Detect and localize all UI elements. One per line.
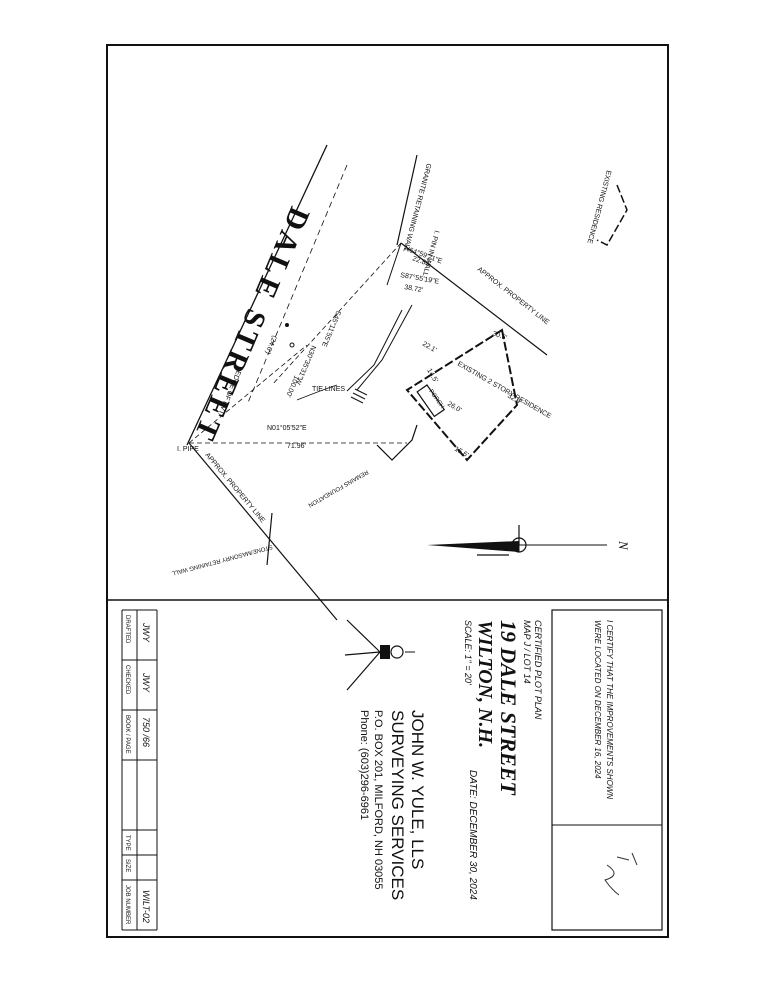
granite-wall-line [396, 154, 418, 246]
driveway-line [356, 304, 413, 391]
stone-wall-line [266, 512, 273, 566]
company-name: JOHN W. YULE, LLS [408, 710, 427, 869]
north-label: N [616, 540, 631, 551]
remains-foundation-outline [376, 424, 418, 461]
neighbor-residence-label: EXISTING RESIDENCE [585, 169, 611, 244]
residence-label: EXISTING 2 STORY RESIDENCE [456, 361, 552, 421]
tie-lines-label: TIE LINES [312, 386, 345, 393]
street-line-2 [246, 164, 348, 406]
bearing-5: N01°05'52"E [267, 424, 307, 432]
street-name: DALE STREET [187, 202, 316, 448]
survey-marker [285, 323, 289, 327]
job-value: WILT-02 [141, 890, 151, 923]
distance-5: 71.96' [287, 443, 306, 450]
company-phone: Phone: (603)296-6961 [358, 710, 370, 820]
book-value: 750 /66 [141, 717, 151, 747]
steps-icon [350, 388, 368, 404]
granite-wall-label: GRANITE RETAINING WALL [401, 162, 431, 252]
property-line-north [400, 242, 548, 356]
cert-line-1: I CERTIFY THAT THE IMPROVEMENTS SHOWN [605, 620, 614, 799]
info-table [121, 609, 158, 931]
drafted-label: DRAFTED [124, 615, 130, 644]
porch-outline [416, 384, 446, 418]
driveway-line-2 [346, 309, 403, 392]
sheet-border [106, 44, 669, 938]
job-label: JOB NUMBER [124, 885, 130, 925]
cert-line-2: WERE LOCATED ON DECEMBER 16, 2024 [593, 620, 602, 779]
neighbor-residence-outline [596, 184, 628, 246]
porch-label: PORCH [427, 389, 444, 410]
plan-type: CERTIFIED PLOT PLAN [533, 620, 543, 720]
size-label: SIZE [124, 859, 130, 872]
scale-label: SCALE: 1" = 20' [463, 620, 473, 685]
approx-line-1-label: APPROX. PROPERTY LINE [476, 266, 551, 326]
address-title: 19 DALE STREET [496, 620, 521, 796]
pipe-label: I. PIPE [177, 446, 199, 453]
book-label: BOOK / PAGE [124, 715, 130, 754]
residence-outline [405, 328, 519, 462]
street-edge-line [186, 144, 328, 446]
distance-2: 38.72' [404, 284, 424, 294]
tie-line-2 [188, 344, 308, 444]
type-label: TYPE [124, 835, 130, 851]
map-lot: MAP J / LOT 14 [522, 620, 532, 684]
building-dim-3: 14.5' [425, 368, 439, 384]
signature [604, 852, 638, 896]
town-title: WILTON, N.H. [474, 620, 496, 748]
distance-4: 100.00' [284, 374, 299, 398]
remains-foundation-label: REMAINS FOUNDATION [307, 468, 369, 507]
company-services: SURVEYING SERVICES [388, 710, 407, 900]
survey-marker-2 [289, 342, 295, 348]
stone-wall-label: STONE/MASONRY RETAINING WALL [170, 543, 273, 576]
north-arrow-icon [427, 525, 607, 556]
approx-line-2-label: APPROX. PROPERTY LINE [203, 452, 266, 525]
distance-4b: (24.6') [263, 334, 277, 355]
date-label: DATE: DECEMBER 30, 2024 [467, 770, 478, 900]
certification-box [551, 609, 663, 931]
property-line-south [188, 442, 338, 621]
tie-lines-leader [296, 384, 338, 401]
checked-label: CHECKED [124, 665, 130, 695]
building-dim-4: 26.0' [446, 401, 462, 415]
drafted-value: JWY [141, 622, 151, 643]
building-dim-2: 22.1' [421, 341, 437, 355]
tripod-logo-icon [344, 619, 415, 691]
building-dim-5: 15.6' [453, 446, 469, 460]
checked-value: JWY [141, 672, 151, 693]
company-address: P.O. BOX 201, MILFORD, NH 03055 [372, 710, 384, 890]
building-dim-1: 30.6' [491, 330, 507, 342]
bearing-line-1 [386, 242, 402, 286]
